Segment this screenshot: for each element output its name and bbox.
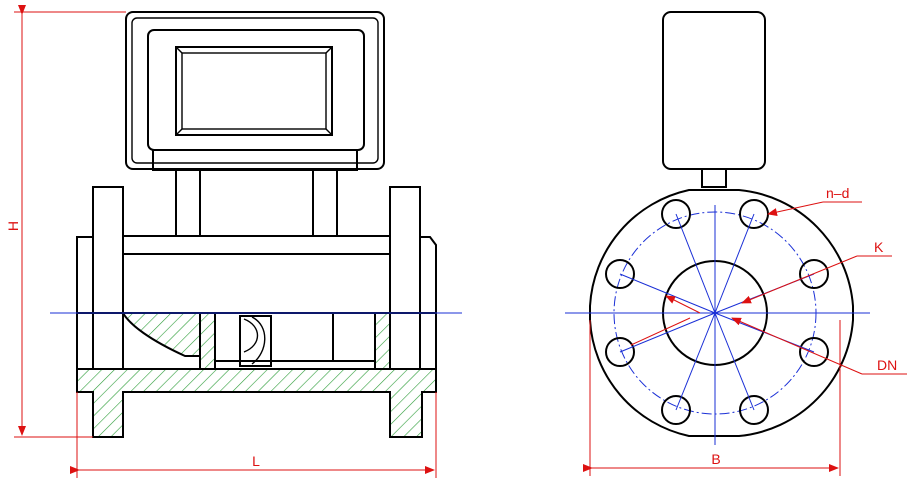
bolt-holes-label: n–d: [826, 185, 849, 201]
dimensions: H L B n–d K DN: [5, 5, 907, 478]
nominal-diameter-label: DN: [877, 357, 897, 373]
bolt-holes: [605, 199, 829, 425]
width-dimension-label: B: [711, 451, 720, 467]
bolt-circle-label: K: [874, 239, 884, 255]
length-dimension-label: L: [252, 453, 260, 469]
display-head-side: [662, 11, 766, 188]
side-center-lines: [565, 205, 870, 445]
neck-posts: [175, 169, 338, 237]
upper-body: [76, 186, 437, 314]
height-dimension-label: H: [5, 221, 21, 231]
front-view: [50, 11, 462, 438]
sectioned-body: [76, 312, 437, 438]
display-head: [125, 11, 385, 171]
side-view: [565, 11, 870, 445]
